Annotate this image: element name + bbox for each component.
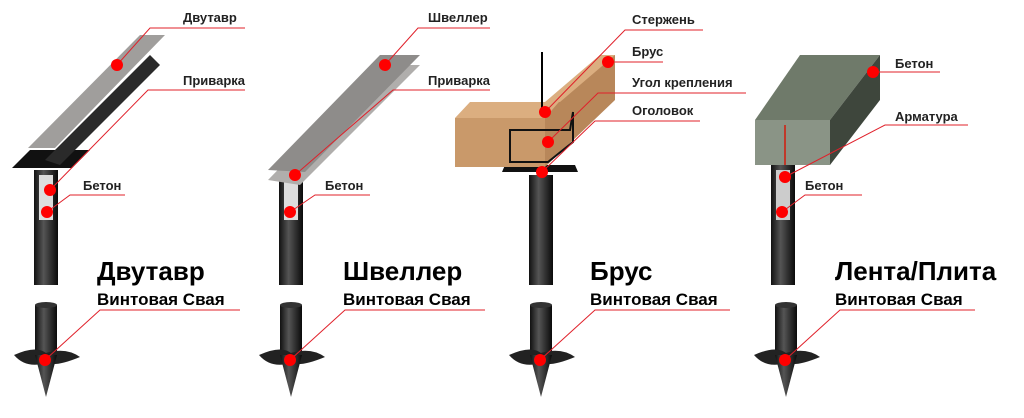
label-welding: Приварка xyxy=(183,73,246,88)
label-concrete: Бетон xyxy=(325,178,363,193)
timber-beam xyxy=(455,118,545,167)
label-welding: Приварка xyxy=(428,73,491,88)
column-channel: Швеллер Приварка Бетон Швеллер Винтовая … xyxy=(259,10,491,397)
column-slab: Бетон Арматура Бетон Лента/Плита Винтова… xyxy=(754,55,997,397)
label-concrete: Бетон xyxy=(805,178,843,193)
label-mounting-angle: Угол крепления xyxy=(632,75,733,90)
title-timber: Брус xyxy=(590,256,653,286)
label-rebar: Арматура xyxy=(895,109,959,124)
label-channel: Швеллер xyxy=(428,10,488,25)
screw-pile xyxy=(259,302,325,397)
screw-pile xyxy=(509,302,575,397)
label-rod: Стержень xyxy=(632,12,695,27)
label-concrete: Бетон xyxy=(83,178,121,193)
label-i-beam: Двутавр xyxy=(183,10,237,25)
column-i-beam: Двутавр Приварка Бетон Двутавр Винтовая … xyxy=(12,10,246,397)
title-slab: Лента/Плита xyxy=(835,256,997,286)
title-i-beam: Двутавр xyxy=(97,256,205,286)
screw-pile xyxy=(14,302,80,397)
i-beam xyxy=(45,55,160,165)
label-timber: Брус xyxy=(632,44,663,59)
label-screw-pile: Винтовая Свая xyxy=(97,290,225,309)
concrete-beam xyxy=(755,120,830,165)
label-screw-pile: Винтовая Свая xyxy=(590,290,718,309)
label-pile-head: Оголовок xyxy=(632,103,694,118)
pile-shaft xyxy=(529,175,553,285)
title-channel: Швеллер xyxy=(343,256,462,286)
screw-pile xyxy=(754,302,820,397)
column-timber: Стержень Брус Угол крепления Оголовок Бр… xyxy=(455,12,746,397)
label-concrete: Бетон xyxy=(895,56,933,71)
label-screw-pile: Винтовая Свая xyxy=(343,290,471,309)
label-screw-pile: Винтовая Свая xyxy=(835,290,963,309)
